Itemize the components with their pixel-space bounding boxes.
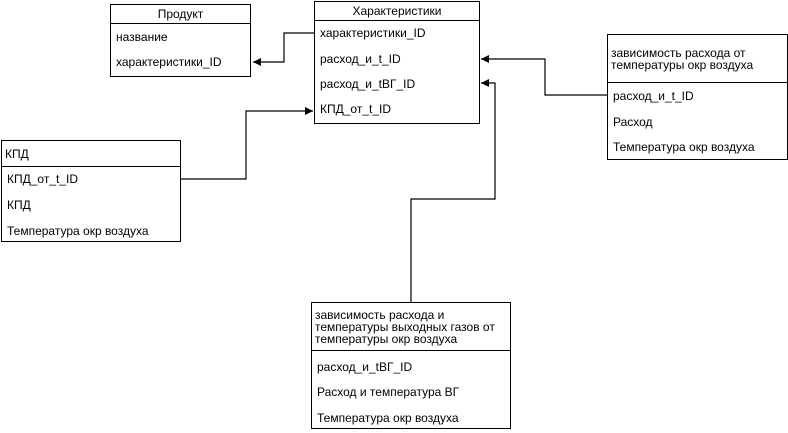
entity-characteristics-field: расход_и_tВГ_ID [320, 77, 416, 91]
entity-consumption-exhaust-vs-temp[interactable]: зависимость расхода и температуры выходн… [311, 302, 511, 429]
entity-characteristics-title: Характеристики [315, 2, 479, 21]
entity-product-title-text: Продукт [157, 7, 204, 21]
entity-consumption-vs-temp-field: Температура окр воздуха [613, 140, 755, 154]
entity-consumption-vs-temp[interactable]: зависимость расхода от температуры окр в… [607, 34, 788, 160]
entity-consumption-vs-temp-title-line: температуры окр воздуха [611, 57, 754, 72]
entity-efficiency-field: КПД_от_t_ID [7, 172, 79, 186]
entity-efficiency[interactable]: КПД КПД_от_t_ID КПД Температура окр возд… [1, 140, 181, 242]
entity-consumption-vs-temp-title: зависимость расхода от температуры окр в… [608, 35, 787, 83]
entity-consumption-vs-temp-field: Расход [613, 115, 653, 129]
entity-consumption-exhaust-vs-temp-title: зависимость расхода и температуры выходн… [312, 303, 510, 351]
entity-consumption-vs-temp-field: расход_и_t_ID [613, 89, 694, 103]
entity-consumption-exhaust-vs-temp-title-line: температуры окр воздуха [315, 331, 458, 346]
entity-characteristics-field: расход_и_t_ID [320, 52, 401, 66]
entity-product[interactable]: Продукт название характеристики_ID [110, 4, 251, 77]
connector-consumption-exhaust-to-characteristics [410, 79, 496, 302]
entity-consumption-exhaust-vs-temp-field: расход_и_tВГ_ID [317, 360, 413, 374]
entity-efficiency-title-text: КПД [5, 146, 29, 161]
entity-consumption-exhaust-vs-temp-field: Температура окр воздуха [317, 411, 459, 425]
connector-consumption-temp-to-characteristics [481, 55, 607, 96]
connector-characteristics-to-product [253, 32, 314, 66]
entity-consumption-vs-temp-title-line: зависимость расхода от [611, 45, 746, 60]
entity-product-title: Продукт [111, 5, 250, 24]
entity-efficiency-field: КПД [7, 198, 31, 212]
entity-product-field: характеристики_ID [116, 55, 222, 69]
entity-characteristics[interactable]: Характеристики характеристики_ID расход_… [314, 1, 480, 124]
entity-characteristics-field: КПД_от_t_ID [320, 102, 392, 116]
entity-consumption-exhaust-vs-temp-title-line: температуры выходных газов от [315, 319, 495, 334]
entity-characteristics-title-text: Характеристики [352, 4, 442, 18]
connector-efficiency-to-characteristics [180, 107, 313, 180]
entity-consumption-exhaust-vs-temp-title-line: зависимость расхода и [315, 307, 445, 322]
entity-characteristics-field: характеристики_ID [320, 26, 426, 40]
entity-efficiency-field: Температура окр воздуха [7, 224, 149, 238]
entity-consumption-exhaust-vs-temp-field: Расход и температура ВГ [317, 385, 460, 399]
entity-efficiency-title: КПД [2, 141, 180, 167]
entity-product-field: название [116, 30, 168, 44]
